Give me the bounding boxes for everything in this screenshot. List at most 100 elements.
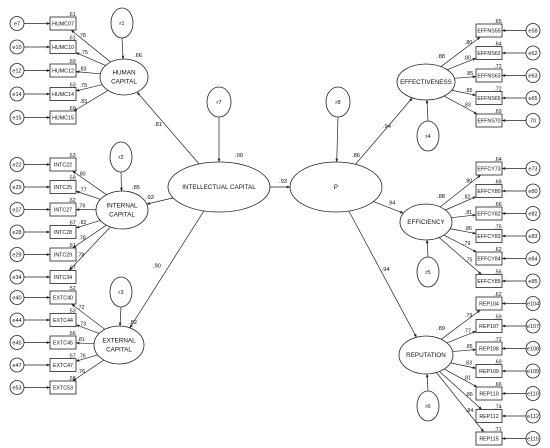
error-label: e82 <box>528 212 537 218</box>
disturbance-r7-label: r7 <box>216 100 221 106</box>
error-term <box>525 251 541 266</box>
loading-arrow <box>72 224 107 249</box>
latent-efficiency <box>399 203 453 241</box>
indicator-label: INTC25 <box>54 185 72 191</box>
loading-value: .73 <box>79 321 86 327</box>
indicator-label: REP107 <box>479 324 499 330</box>
latent-external-label: EXTERNAL <box>102 338 136 345</box>
error-label: e28 <box>12 230 21 236</box>
indicator-box <box>49 16 77 31</box>
error-label: e109 <box>527 369 539 375</box>
loading-value: .81 <box>77 337 84 343</box>
indicator-box <box>49 335 77 350</box>
disturbance-r5-label: r5 <box>425 270 430 276</box>
error-term <box>9 179 25 195</box>
error-label: e29 <box>12 253 21 259</box>
latent-intellectual-capital-label: INTELLECTUAL CAPITAL <box>182 184 256 191</box>
indicator-box <box>475 46 503 60</box>
indicator-box <box>475 251 503 266</box>
error-label: e7 <box>14 22 20 28</box>
disturbance-r2 <box>109 141 133 173</box>
loading-value: .79 <box>80 83 87 89</box>
indicator-box <box>49 40 77 54</box>
indicator-label: EFFCY84 <box>477 257 500 263</box>
error-term <box>525 296 541 311</box>
indicator-r2: .52 <box>68 286 75 292</box>
indicator-label: EFFNS63 <box>477 74 500 80</box>
loading-arrow <box>70 29 111 63</box>
loading-value: .82 <box>79 220 86 226</box>
error-label: e14 <box>12 92 21 98</box>
indicator-box <box>475 296 503 311</box>
error-term <box>9 269 25 285</box>
indicator-label: EXTC40 <box>53 296 73 302</box>
indicator-r2: .62 <box>68 198 75 204</box>
structural-path-arrow <box>129 210 205 329</box>
loading-value: .81 <box>465 210 472 216</box>
error-label: e12 <box>12 69 21 75</box>
indicator-box <box>475 206 503 221</box>
latent-r2: .82 <box>129 320 137 326</box>
error-label: e58 <box>528 29 537 35</box>
indicator-label: HUMC12 <box>52 69 74 75</box>
latent-effectiveness-label: EFFECTIVENESS <box>400 79 452 86</box>
disturbance-r3-label: r3 <box>118 290 123 296</box>
loading-arrow <box>75 190 101 200</box>
indicator-r2: .63 <box>68 153 75 159</box>
indicator-r2: .59 <box>494 315 501 321</box>
error-term <box>9 202 25 217</box>
loading-value: .80 <box>465 40 472 46</box>
disturbance-r8-arrow <box>335 116 339 163</box>
loading-arrow <box>450 362 477 369</box>
indicator-box <box>475 113 503 128</box>
latent-r2: .89 <box>437 326 445 332</box>
disturbance-r5-arrow <box>425 239 429 258</box>
loading-value: .83 <box>79 66 86 72</box>
p-r2: .86 <box>352 153 360 159</box>
error-label: e15 <box>12 116 21 122</box>
latent-efficiency-label: EFFICIENCY <box>407 219 445 226</box>
indicator-box <box>49 358 77 372</box>
indicator-r2: .61 <box>68 243 75 249</box>
loading-value: .78 <box>78 236 85 242</box>
error-term <box>9 312 25 328</box>
disturbance-r2-label: r2 <box>118 155 123 161</box>
loading-arrow <box>445 196 477 211</box>
disturbance-r6 <box>416 390 440 422</box>
latent-p-label: P <box>334 184 338 191</box>
structural-path-arrow <box>373 201 404 214</box>
indicator-label: REP110 <box>479 392 498 398</box>
structural-path-arrow <box>146 197 174 205</box>
indicator-label: INTC34 <box>54 275 72 281</box>
loading-value: .85 <box>465 88 472 94</box>
latent-intellectual-capital <box>167 161 271 213</box>
loading-arrow <box>452 348 477 352</box>
latent-effectiveness <box>396 63 456 101</box>
structural-path-arrow <box>348 210 417 338</box>
disturbance-r8 <box>325 86 351 118</box>
loading-arrow <box>75 220 101 229</box>
error-term <box>525 90 541 106</box>
indicator-box <box>475 161 503 176</box>
indicator-r2: .62 <box>494 292 501 298</box>
loading-value: .72 <box>77 305 84 311</box>
loading-value: .83 <box>464 103 471 109</box>
indicator-label: EXTC47 <box>53 363 73 369</box>
error-term <box>525 431 541 446</box>
indicator-label: REP112 <box>479 414 498 420</box>
indicator-box <box>475 68 503 83</box>
latent-internal-label: CAPITAL <box>109 212 135 219</box>
loading-value: .77 <box>464 329 471 335</box>
indicator-label: HUMC15 <box>52 116 74 122</box>
indicator-r2: .72 <box>494 87 501 93</box>
disturbance-r1 <box>110 7 134 39</box>
error-term <box>9 247 25 262</box>
loading-arrow <box>451 89 477 96</box>
loading-arrow <box>439 371 483 410</box>
indicator-label: INTC27 <box>54 208 72 214</box>
error-term <box>9 380 25 395</box>
error-label: e73 <box>528 167 537 173</box>
indicator-box <box>475 91 503 105</box>
error-label: e53 <box>12 386 21 392</box>
loading-value: .76 <box>78 353 85 359</box>
